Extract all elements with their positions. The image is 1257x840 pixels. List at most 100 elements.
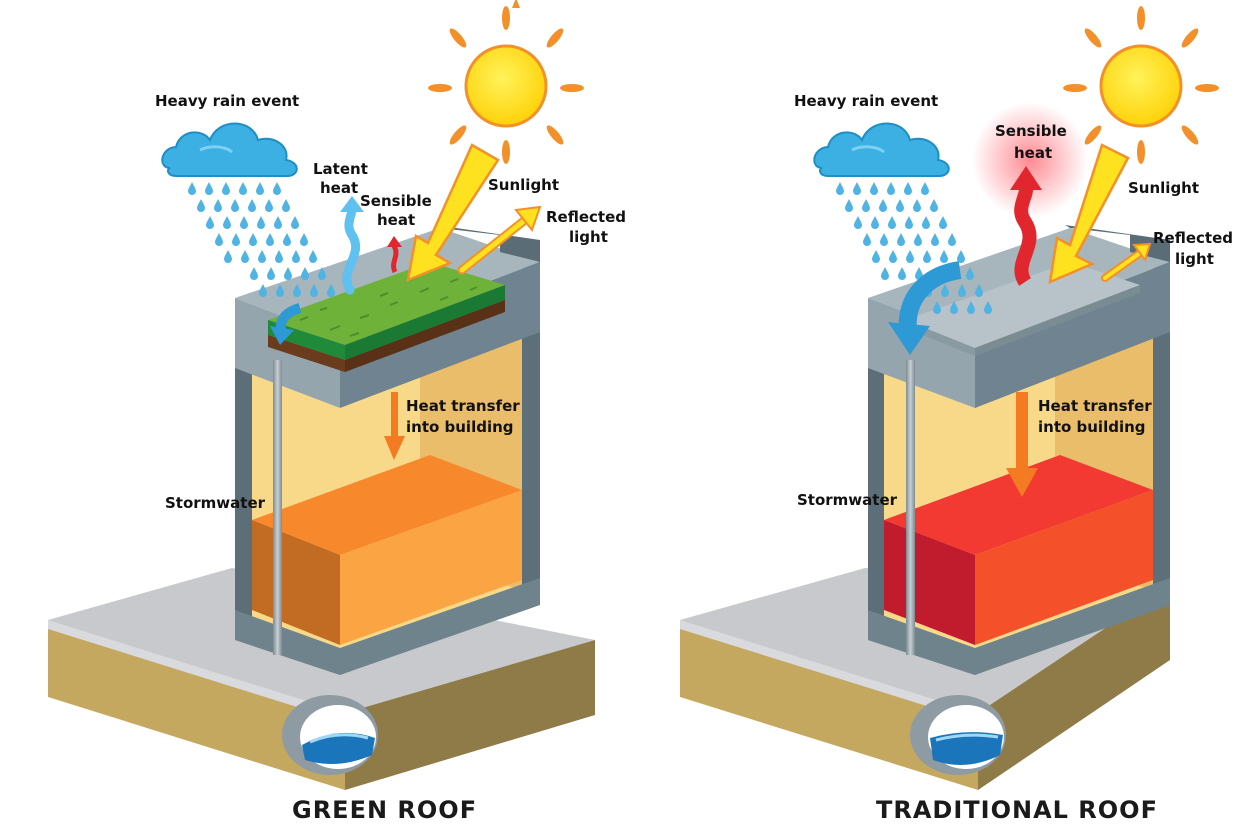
rain-label: Heavy rain event [155, 92, 299, 110]
green-roof-soil-side [345, 300, 505, 372]
green-roof-grass [268, 262, 505, 345]
rain-drop [889, 250, 897, 263]
rain-drop [265, 199, 273, 212]
rain-drop [291, 216, 299, 229]
rain-drop [948, 233, 956, 246]
rain-drop [205, 182, 213, 195]
cloud-icon [161, 122, 298, 177]
sunlight-arrow [1048, 143, 1130, 285]
cloud-icon [813, 122, 950, 177]
rain-drop [224, 250, 232, 263]
rain-drop [845, 199, 853, 212]
roof-membrane [905, 262, 1140, 348]
rain-drop [240, 216, 248, 229]
rain-drop [897, 233, 905, 246]
runoff-arrowhead [270, 326, 294, 345]
rain-drop [854, 216, 862, 229]
rain-drop [872, 250, 880, 263]
sensible-heat-label-1: Sensible [360, 192, 432, 210]
reflected-light-arrow [1101, 242, 1152, 282]
ground-top-edge [680, 620, 978, 722]
rain-drop [931, 233, 939, 246]
stormwater-downpipe [906, 360, 915, 655]
ground-slab-front [680, 620, 978, 790]
traditional-roof-title: TRADITIONAL ROOF [876, 796, 1158, 824]
rain-drop [248, 199, 256, 212]
rain-drop [881, 267, 889, 280]
interior-box-top [884, 455, 1153, 555]
reflected-light-label-1: Reflected [1153, 229, 1233, 247]
rain-drop [898, 267, 906, 280]
building-floor [868, 578, 1170, 675]
rain-drop [267, 267, 275, 280]
rain-drop [896, 199, 904, 212]
ground-slab-front [48, 620, 345, 790]
rain-drop [214, 199, 222, 212]
heat-transfer-label-1: Heat transfer [1038, 397, 1152, 415]
rain-drop [188, 182, 196, 195]
sunlight-label: Sunlight [1128, 179, 1199, 197]
rain-drop [939, 216, 947, 229]
rain-drop [930, 199, 938, 212]
rain-drop [923, 250, 931, 263]
interior-box-side [975, 490, 1153, 645]
stormwater-label: Stormwater [165, 494, 266, 512]
ground-top-edge [48, 620, 345, 722]
rain-drop [283, 233, 291, 246]
sun-icon [1063, 6, 1219, 164]
rain-drop [249, 233, 257, 246]
rain-drop [232, 233, 240, 246]
rain-drop [239, 182, 247, 195]
stormwater-downpipe [273, 360, 282, 655]
sunlight-label: Sunlight [488, 176, 559, 194]
heat-transfer-arrow [384, 392, 405, 460]
stormwater-label: Stormwater [797, 491, 898, 509]
rain-drop [282, 199, 290, 212]
rain-drop [231, 199, 239, 212]
sun-icon [428, 0, 584, 164]
building-left-pillar [235, 300, 252, 640]
rain-drop [256, 182, 264, 195]
rain-drop [905, 216, 913, 229]
rain-drop [275, 250, 283, 263]
building-left-pillar [868, 300, 884, 640]
sensible-heat-label-2: heat [1014, 144, 1052, 162]
reflected-light-label-2: light [1175, 250, 1214, 268]
rain-drop [922, 216, 930, 229]
rain-drop [940, 250, 948, 263]
heat-transfer-label-2: into building [406, 418, 514, 436]
rain-drop [906, 250, 914, 263]
rain-drop [241, 250, 249, 263]
rain-drop [274, 216, 282, 229]
rain-drop [206, 216, 214, 229]
green-roof-title: GREEN ROOF [292, 796, 477, 824]
rain-drop [836, 182, 844, 195]
rain-drop [258, 250, 266, 263]
rain-drop [879, 199, 887, 212]
rain-drop [863, 233, 871, 246]
roof-parapet [435, 225, 540, 262]
heat-transfer-label-1: Heat transfer [406, 397, 520, 415]
green-roof-panel: Heavy rain event Latent heat Sensible he… [48, 0, 626, 824]
reflected-light-label-2: light [569, 228, 608, 246]
ground-slab-side [978, 585, 1170, 790]
rain-drop [880, 233, 888, 246]
green-roof-soil-front [268, 335, 345, 372]
roof-membrane-side [975, 285, 1140, 356]
sensible-heat-label-1: Sensible [995, 122, 1067, 140]
rain-drop [888, 216, 896, 229]
rain-drop [197, 199, 205, 212]
heat-transfer-arrow [1006, 392, 1038, 497]
rain-drop [222, 182, 230, 195]
latent-heat-arrow [342, 205, 361, 295]
rain-drop [301, 267, 309, 280]
rain-drop [921, 182, 929, 195]
rain-drop [273, 182, 281, 195]
runoff-arrow [898, 261, 962, 331]
rain-drop [957, 250, 965, 263]
rain-drop [913, 199, 921, 212]
interior-box-side [340, 490, 522, 645]
rain-drop [914, 233, 922, 246]
ground-slab-side [345, 640, 595, 790]
heat-transfer-label-2: into building [1038, 418, 1146, 436]
